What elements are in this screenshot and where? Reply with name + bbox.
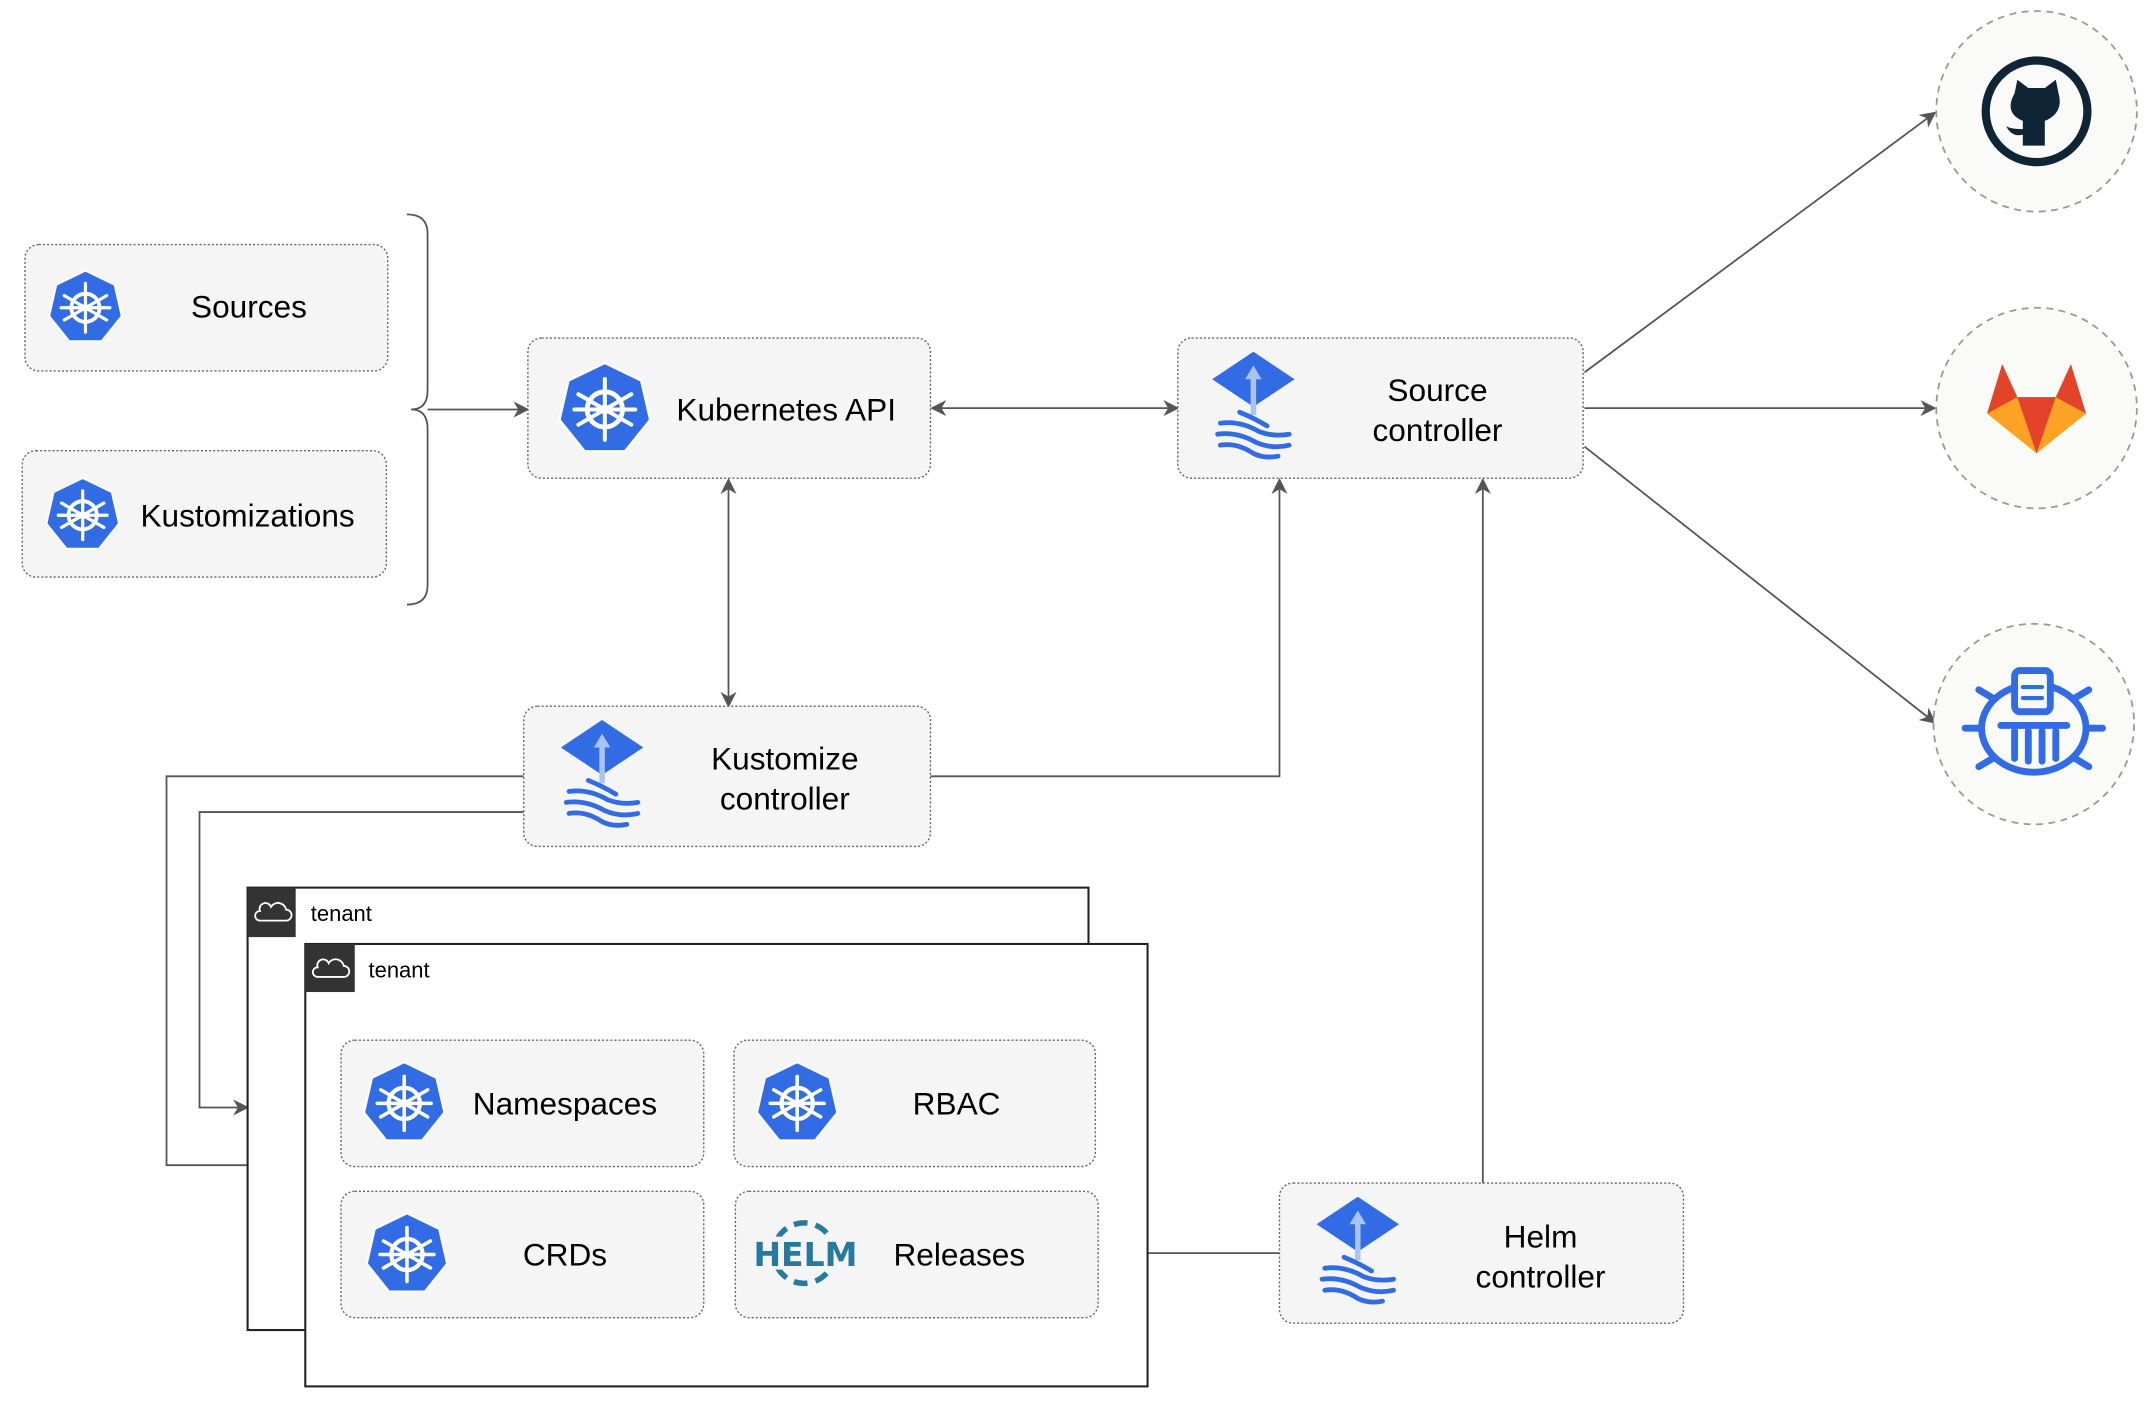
svg-text:HELM: HELM bbox=[753, 1235, 857, 1274]
node-label: Helm bbox=[1504, 1219, 1578, 1255]
node-label: Kustomize bbox=[711, 740, 858, 776]
brace bbox=[406, 213, 429, 606]
edge-kustomize-to-tenant-back bbox=[198, 811, 524, 1116]
external-gitlab[interactable] bbox=[1935, 306, 2138, 510]
node-releases[interactable]: HELM Releases bbox=[734, 1190, 1099, 1319]
node-label: Namespaces bbox=[473, 1085, 657, 1121]
cloud-icon bbox=[312, 958, 351, 978]
node-kustomize-controller[interactable]: Kustomize controller bbox=[523, 705, 932, 848]
external-bucket[interactable] bbox=[1932, 622, 2136, 826]
tenant-label: tenant bbox=[369, 958, 430, 983]
node-label: Releases bbox=[893, 1236, 1025, 1272]
node-sources[interactable]: Sources bbox=[24, 243, 389, 372]
edge-kustomize-to-source-controller bbox=[930, 477, 1288, 778]
node-label: controller bbox=[1476, 1258, 1606, 1294]
node-label: Sources bbox=[191, 288, 307, 324]
node-label: controller bbox=[1373, 412, 1503, 448]
node-label: RBAC bbox=[913, 1085, 1001, 1121]
node-helm-controller[interactable]: Helm controller bbox=[1278, 1182, 1685, 1324]
node-crds[interactable]: CRDs bbox=[340, 1190, 705, 1319]
helm-icon: HELM bbox=[753, 1220, 857, 1287]
node-rbac[interactable]: RBAC bbox=[733, 1039, 1097, 1168]
node-label: Source bbox=[1387, 372, 1487, 408]
node-label: Kubernetes API bbox=[676, 391, 896, 427]
gitlab-icon bbox=[1987, 364, 2087, 454]
edge-source-to-github bbox=[1583, 111, 1937, 374]
node-label: controller bbox=[720, 780, 850, 816]
github-icon bbox=[1981, 56, 2092, 167]
node-kubernetes-api[interactable]: Kubernetes API bbox=[527, 337, 932, 479]
external-github[interactable] bbox=[1935, 10, 2138, 213]
edge-kustomize-to-tenant-front bbox=[165, 775, 524, 1174]
bucket-icon bbox=[1961, 667, 2106, 776]
node-kustomizations[interactable]: Kustomizations bbox=[21, 449, 388, 578]
node-label: Kustomizations bbox=[140, 497, 354, 533]
tenant-label: tenant bbox=[311, 901, 372, 926]
node-source-controller[interactable]: Source controller bbox=[1177, 337, 1584, 479]
node-namespaces[interactable]: Namespaces bbox=[340, 1039, 705, 1168]
cloud-icon bbox=[254, 902, 293, 922]
tenant-group-front[interactable]: tenant Namespaces RBAC CRDs HELM Release… bbox=[304, 942, 1149, 1388]
edge-source-to-bucket bbox=[1583, 445, 1937, 724]
node-label: CRDs bbox=[523, 1236, 607, 1272]
